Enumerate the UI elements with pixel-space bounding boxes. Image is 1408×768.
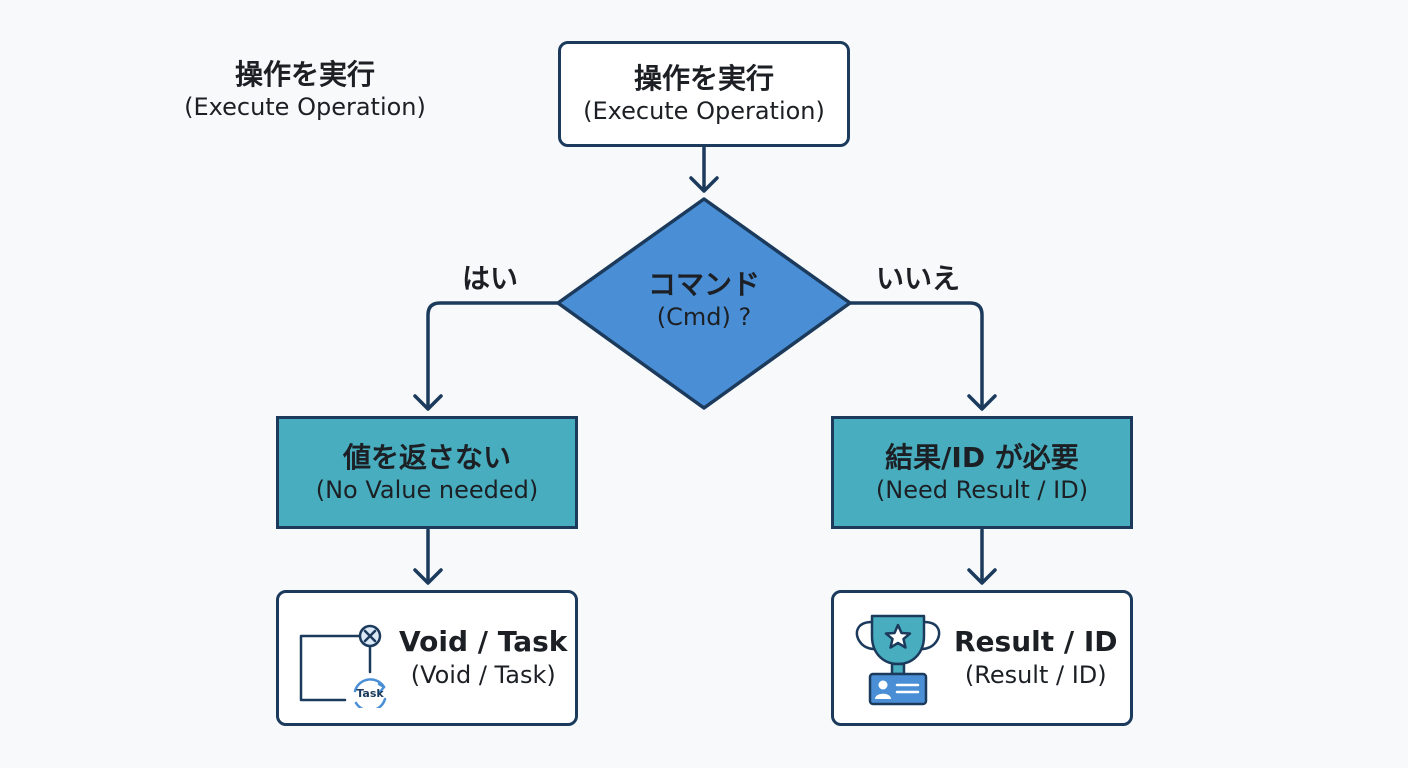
legend-title-en: (Execute Operation) <box>184 93 426 121</box>
decision-title-en: (Cmd) ? <box>656 303 752 331</box>
left-result-subtitle: (Void / Task) <box>410 661 556 689</box>
arrowhead-left-step-to-result <box>413 568 443 585</box>
decision-title-jp: コマンド <box>647 268 760 301</box>
left-result-box: Task Void / Task (Void / Task) <box>276 590 578 726</box>
left-step-title-jp: 値を返さない <box>342 440 511 474</box>
arrowhead-right-step-to-result <box>967 568 997 585</box>
right-step-title-jp: 結果/ID が必要 <box>885 440 1079 474</box>
left-result-text: Void / Task (Void / Task) <box>399 625 567 691</box>
legend-label: 操作を実行 (Execute Operation) <box>170 58 440 122</box>
arrowhead-decision-to-left-step <box>413 394 443 411</box>
start-title-en: (Execute Operation) <box>583 97 825 125</box>
left-step-box: 値を返さない (No Value needed) <box>276 416 578 529</box>
arrow-decision-to-left-step <box>426 301 560 410</box>
arrowhead-decision-to-right-step <box>967 394 997 411</box>
branch-label-yes: はい <box>462 262 519 295</box>
start-box: 操作を実行 (Execute Operation) <box>558 41 850 147</box>
legend-title-jp: 操作を実行 <box>234 58 375 91</box>
left-step-title-en: (No Value needed) <box>315 475 539 504</box>
start-title-jp: 操作を実行 <box>633 62 774 95</box>
left-result-title: Void / Task <box>399 625 568 658</box>
decision-label: コマンド (Cmd) ? <box>604 268 804 332</box>
right-result-title: Result / ID <box>954 625 1118 658</box>
decision-diamond <box>556 197 852 410</box>
void-task-icon-badge: Task <box>356 687 384 700</box>
void-task-icon: Task <box>295 608 395 712</box>
right-result-box: Result / ID (Result / ID) <box>831 590 1133 726</box>
branch-label-no: いいえ <box>876 262 961 295</box>
arrow-decision-to-right-step <box>848 301 984 410</box>
right-result-subtitle: (Result / ID) <box>964 661 1107 689</box>
right-step-title-en: (Need Result / ID) <box>875 475 1089 504</box>
arrowhead-start-to-decision <box>689 176 719 193</box>
trophy-id-card-icon <box>850 608 946 708</box>
right-step-box: 結果/ID が必要 (Need Result / ID) <box>831 416 1133 529</box>
right-result-text: Result / ID (Result / ID) <box>954 625 1118 691</box>
